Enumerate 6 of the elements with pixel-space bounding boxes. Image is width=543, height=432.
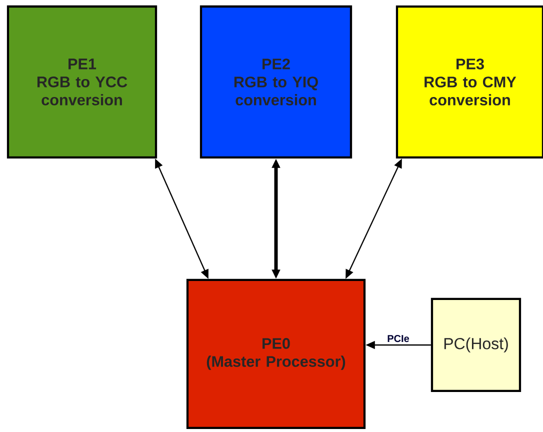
processor-box: PE0 (Master Processor) [186,278,366,430]
process-box: PE2 RGB to YIQ conversion [200,5,352,159]
edge-label: PCIe [386,334,411,344]
process-box: PE3 RGB to CMY conversion [396,5,543,159]
host-box: PC(Host) [430,298,522,392]
process-box: PE1 RGB to YCC conversion [6,5,158,159]
